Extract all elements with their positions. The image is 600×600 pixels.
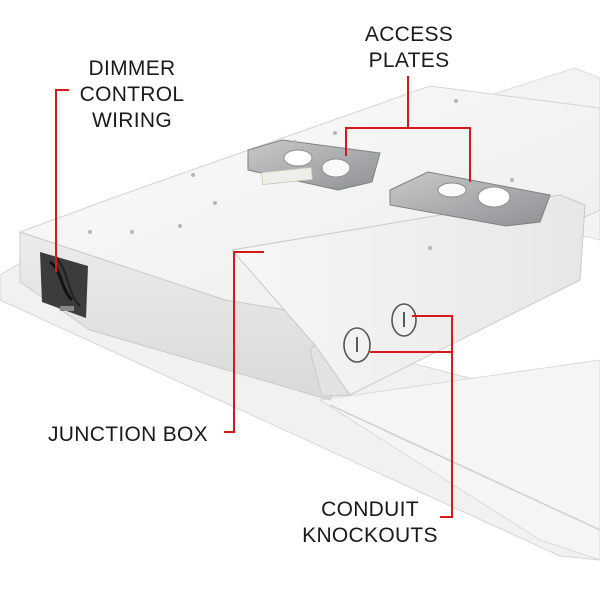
callout-junction — [224, 251, 264, 433]
callout-conduit-2 — [412, 315, 453, 352]
screws — [88, 99, 514, 250]
label-line: CONTROL — [79, 83, 185, 106]
conduit-knockouts-label: CONDUIT KNOCKOUTS — [298, 497, 442, 549]
label-line: WIRING — [92, 109, 172, 132]
callout-lines — [55, 76, 471, 518]
callout-conduit-1 — [370, 351, 453, 518]
label-line: CONDUIT — [321, 498, 419, 521]
panel-housing-front — [19, 231, 361, 401]
callout-access — [345, 76, 409, 156]
spec-sticker — [261, 166, 313, 186]
conduit-knockout-left — [343, 327, 371, 363]
label-line: DIMMER — [88, 57, 176, 80]
label-line: KNOCKOUTS — [302, 524, 438, 547]
junction-box-label: JUNCTION BOX — [48, 423, 208, 446]
callout-dimmer — [55, 89, 69, 272]
access-plates-label: ACCESS PLATES — [348, 22, 470, 74]
label-line: PLATES — [368, 49, 450, 72]
panel-frame-right — [318, 359, 600, 561]
dimmer-control-wiring-label: DIMMER CONTROL WIRING — [62, 56, 202, 134]
conduit-knockout-right — [391, 303, 417, 337]
access-plate-right — [389, 171, 551, 227]
wire-clip — [60, 306, 74, 311]
label-line: ACCESS — [364, 23, 454, 46]
callout-access-right — [408, 127, 471, 182]
